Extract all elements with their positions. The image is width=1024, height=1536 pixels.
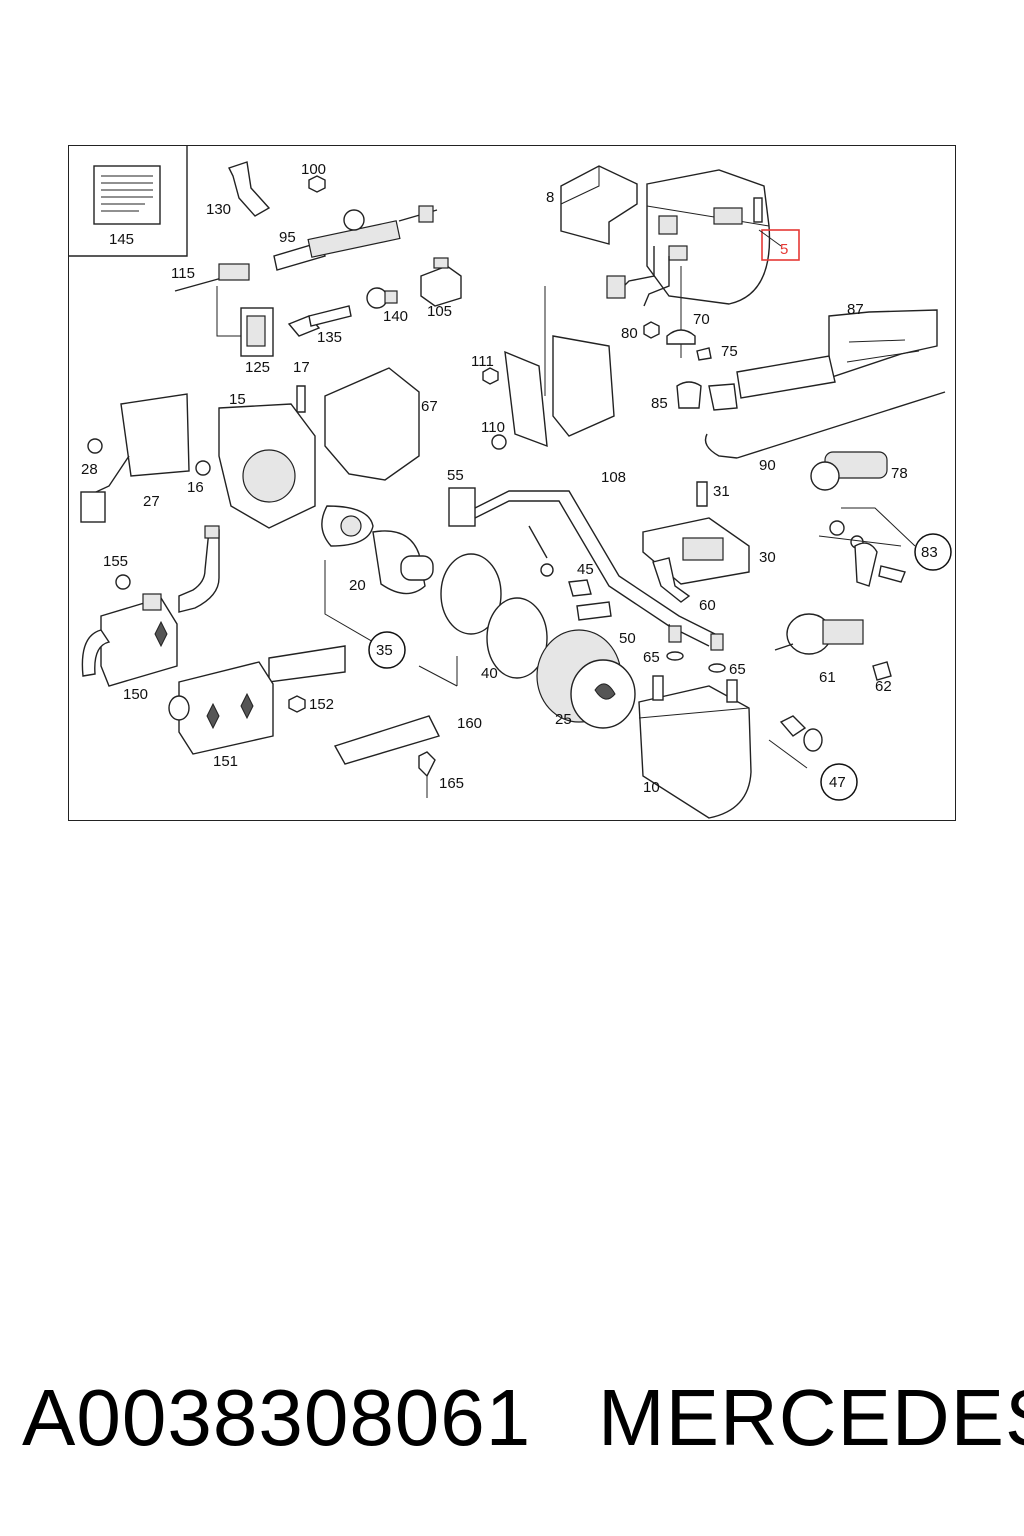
part-label-8: 8 [546, 189, 554, 206]
part-label-5: 5 [780, 241, 788, 258]
part-label-165: 165 [439, 775, 464, 792]
exhaust-hose-87 [708, 309, 938, 411]
part-label-140: 140 [383, 308, 408, 325]
part-label-35: 35 [376, 642, 393, 659]
part-label-130: 130 [206, 201, 231, 218]
leader-lines [758, 229, 902, 769]
burner-parts [321, 505, 548, 687]
part-label-16: 16 [187, 479, 204, 496]
part-label-31: 31 [713, 483, 730, 500]
part-label-45: 45 [577, 561, 594, 578]
part-label-70: 70 [693, 311, 710, 328]
part-label-83: 83 [921, 544, 938, 561]
muffler-151 [168, 645, 440, 798]
part-label-150: 150 [123, 686, 148, 703]
part-label-47: 47 [829, 774, 846, 791]
callout-circle-47 [820, 763, 858, 801]
part-label-85: 85 [651, 395, 668, 412]
part-label-61: 61 [819, 669, 836, 686]
part-label-17: 17 [293, 359, 310, 376]
part-label-27: 27 [143, 493, 160, 510]
part-label-50: 50 [619, 630, 636, 647]
part-label-100: 100 [301, 161, 326, 178]
part-label-20: 20 [349, 577, 366, 594]
heater-unit-assembly [560, 165, 771, 307]
part-label-15: 15 [229, 391, 246, 408]
part-label-111: 111 [471, 353, 494, 370]
part-label-30: 30 [759, 549, 776, 566]
part-label-28: 28 [81, 461, 98, 478]
part-label-155: 155 [103, 553, 128, 570]
part-label-152: 152 [309, 696, 334, 713]
callout-circle-35 [368, 631, 406, 669]
part-label-80: 80 [621, 325, 638, 342]
connector-parts [174, 257, 462, 357]
part-label-90: 90 [759, 457, 776, 474]
legend-box-label: 145 [109, 231, 134, 248]
wiring-harness [448, 487, 720, 649]
callout-circle-83 [914, 533, 952, 571]
clamp-parts [643, 266, 712, 409]
part-label-75: 75 [721, 343, 738, 360]
small-fittings [666, 613, 892, 752]
blower-assembly [80, 367, 420, 529]
part-label-135: 135 [317, 329, 342, 346]
highlight-box-part-5 [761, 229, 800, 261]
fuel-pump-parts [642, 391, 946, 603]
part-label-78: 78 [891, 465, 908, 482]
part-label-65-right: 65 [729, 661, 746, 678]
part-label-110: 110 [481, 419, 505, 436]
part-label-115: 115 [171, 265, 195, 282]
part-number-text: A0038308061 [22, 1373, 532, 1462]
part-label-87: 87 [847, 301, 864, 318]
part-label-55: 55 [447, 467, 464, 484]
bracket-parts [482, 286, 615, 450]
part-label-108: 108 [601, 469, 626, 486]
part-label-125: 125 [245, 359, 270, 376]
part-label-105: 105 [427, 303, 452, 320]
muffler-150 [81, 525, 220, 687]
part-label-25: 25 [555, 711, 572, 728]
exploded-parts-diagram: 145 [68, 145, 956, 821]
part-label-160: 160 [457, 715, 482, 732]
part-label-151: 151 [213, 753, 238, 770]
part-label-67: 67 [421, 398, 438, 415]
part-label-65-left: 65 [643, 649, 660, 666]
chamber-and-housing [536, 629, 752, 819]
part-label-60: 60 [699, 597, 716, 614]
part-label-62: 62 [875, 678, 892, 695]
fuel-line-parts [228, 161, 438, 271]
brand-text: MERCEDES [598, 1373, 1024, 1462]
part-label-10: 10 [643, 779, 660, 796]
part-label-40: 40 [481, 665, 498, 682]
part-label-95: 95 [279, 229, 296, 246]
legend-box: 145 [69, 146, 188, 257]
